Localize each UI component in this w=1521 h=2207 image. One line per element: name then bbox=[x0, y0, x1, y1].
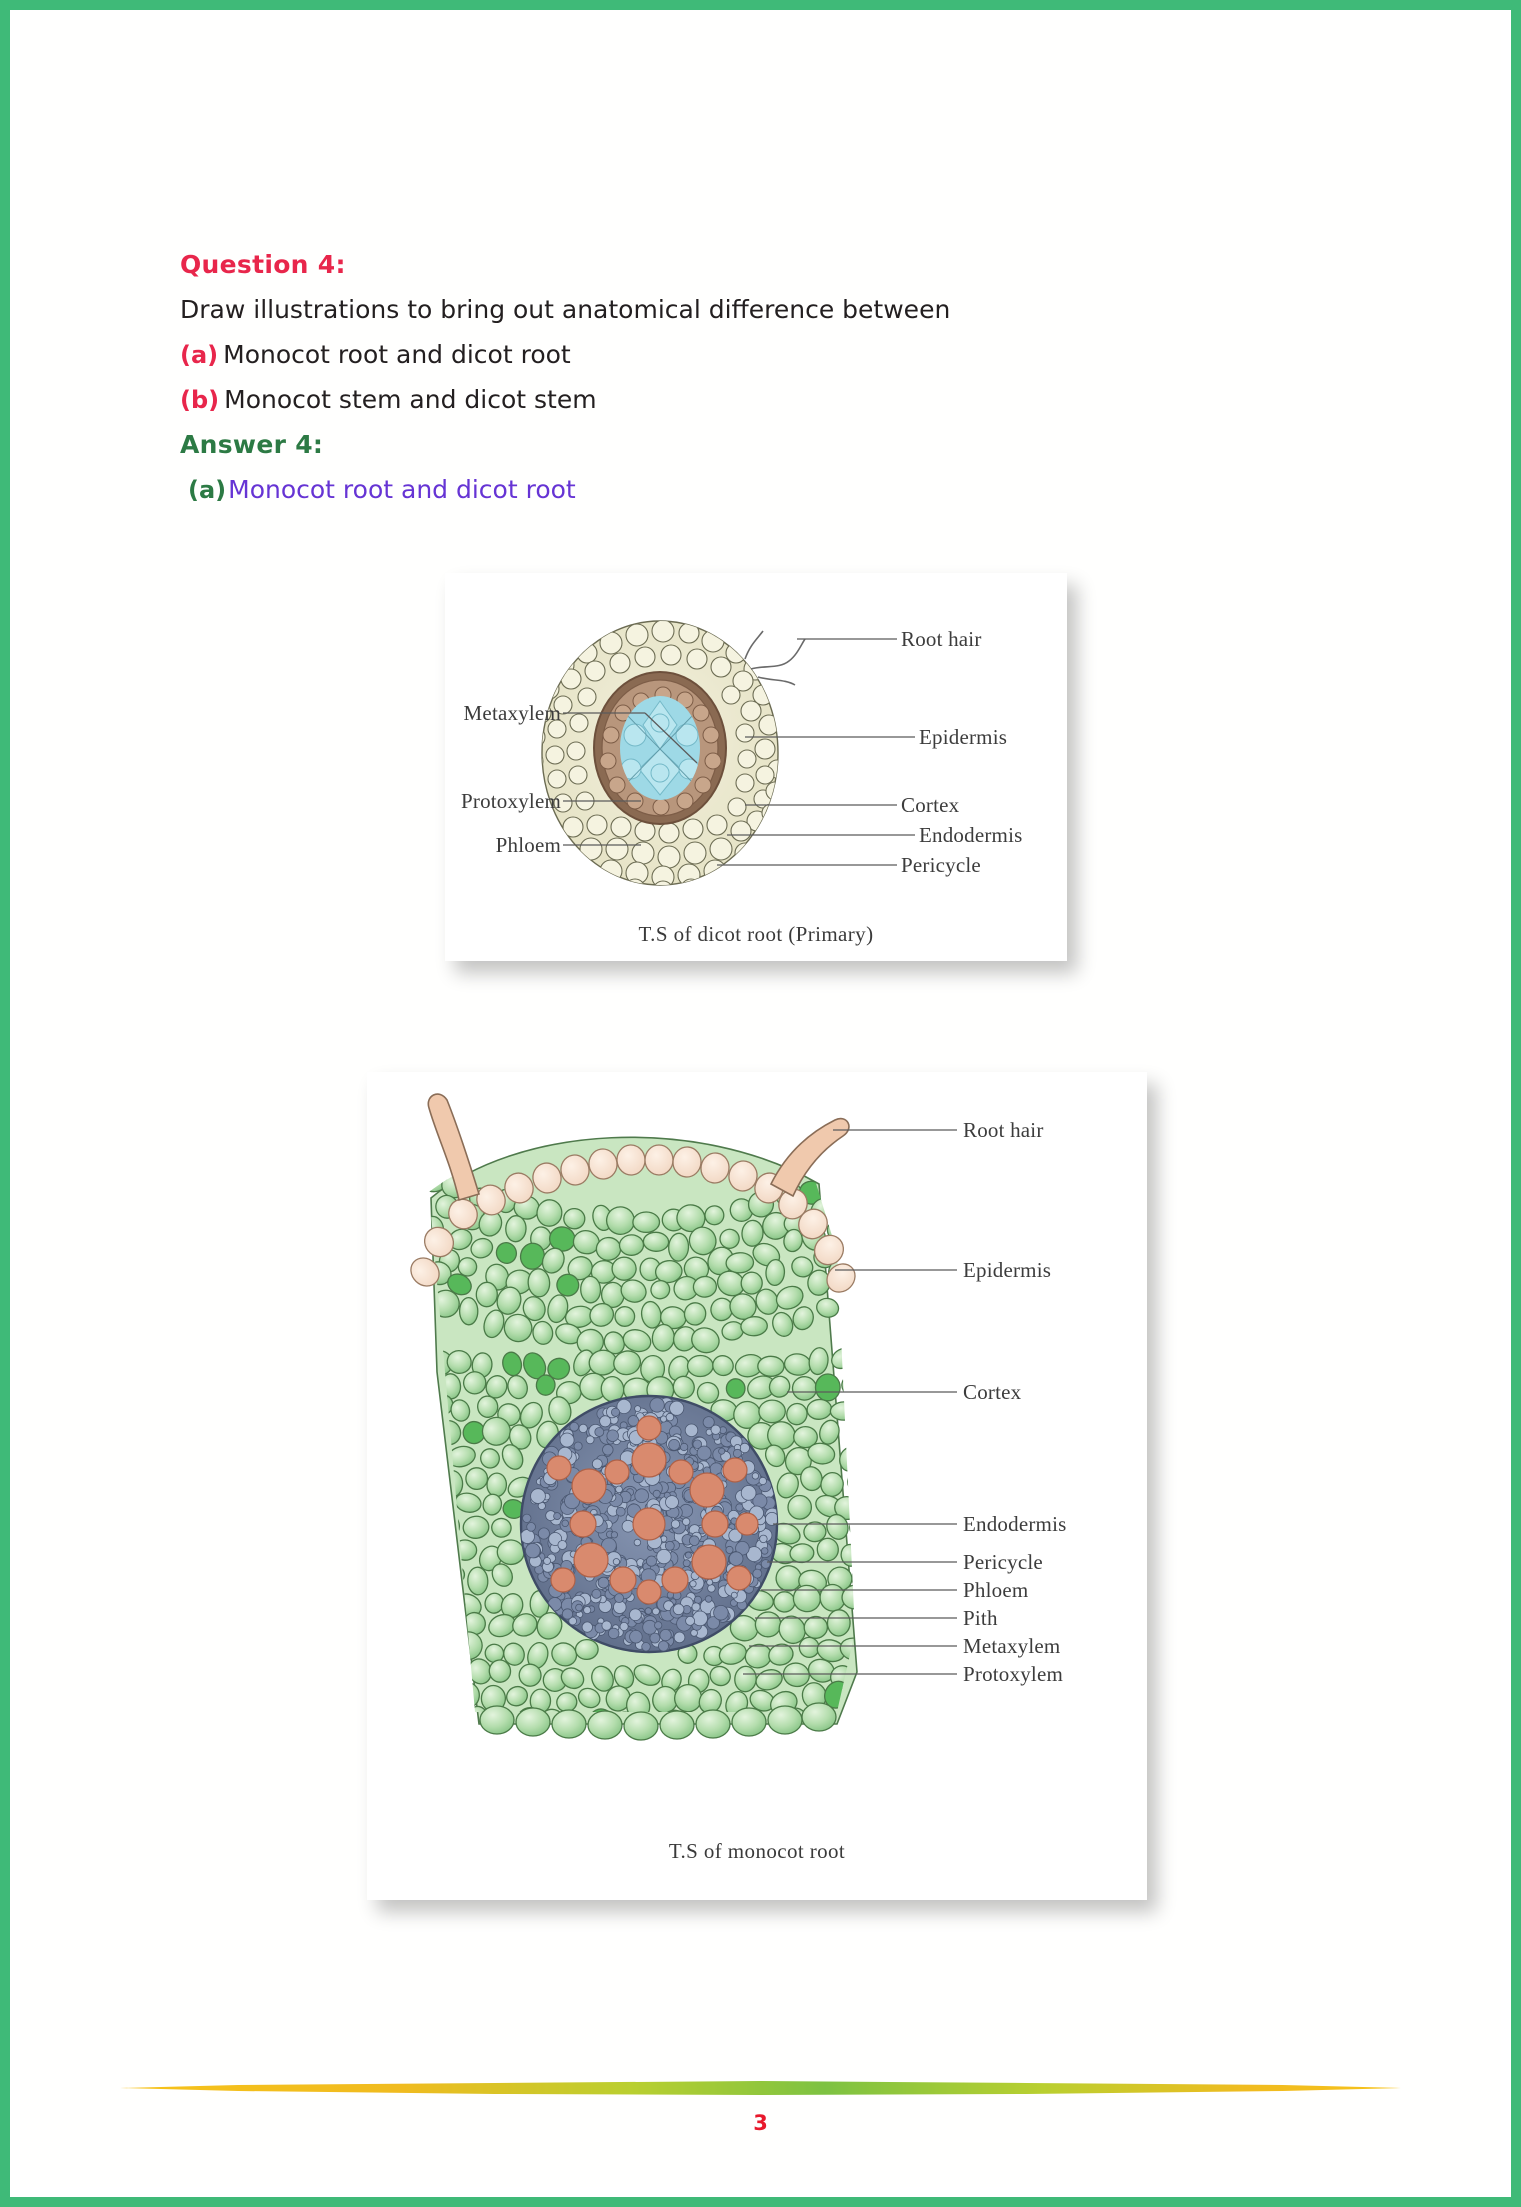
question-item-b: (b) Monocot stem and dicot stem bbox=[180, 385, 1360, 414]
dicot-label-cortex: Cortex bbox=[901, 793, 960, 817]
monocot-label-pith: Pith bbox=[963, 1606, 998, 1630]
dicot-label-metaxylem: Metaxylem bbox=[463, 701, 561, 725]
answer-item-a-marker: (a) bbox=[188, 476, 227, 504]
dicot-root-caption: T.S of dicot root (Primary) bbox=[638, 922, 874, 946]
monocot-root-caption: T.S of monocot root bbox=[668, 1839, 846, 1863]
dicot-label-pericycle: Pericycle bbox=[901, 853, 981, 877]
monocot-label-root-hair: Root hair bbox=[963, 1118, 1044, 1142]
figure-monocot-root: Root hair Epidermis Cortex Endodermis Pe… bbox=[367, 1072, 1147, 1900]
question-title: Question 4: bbox=[180, 250, 346, 279]
monocot-root-illustration bbox=[410, 1093, 957, 1741]
answer-item-a: (a) Monocot root and dicot root bbox=[180, 475, 1360, 504]
page-body: Question 4: Draw illustrations to bring … bbox=[20, 20, 1501, 2187]
monocot-label-protoxylem: Protoxylem bbox=[963, 1662, 1063, 1686]
dicot-label-phloem: Phloem bbox=[495, 833, 561, 857]
page-number: 3 bbox=[753, 2111, 768, 2135]
dicot-label-protoxylem: Protoxylem bbox=[461, 789, 561, 813]
question-text: Draw illustrations to bring out anatomic… bbox=[180, 295, 951, 324]
footer-decoration-bar bbox=[120, 2081, 1401, 2095]
monocot-label-metaxylem: Metaxylem bbox=[963, 1634, 1061, 1658]
footer-gradient-swoosh bbox=[120, 2081, 1401, 2095]
monocot-label-epidermis: Epidermis bbox=[963, 1258, 1052, 1282]
question-item-a: (a) Monocot root and dicot root bbox=[180, 340, 1360, 369]
question-item-a-marker: (a) bbox=[180, 341, 219, 369]
question-item-b-label: Monocot stem and dicot stem bbox=[224, 385, 597, 414]
answer-item-a-label: Monocot root and dicot root bbox=[228, 475, 576, 504]
dicot-label-epidermis: Epidermis bbox=[919, 725, 1008, 749]
dicot-label-root-hair: Root hair bbox=[901, 627, 982, 651]
monocot-label-cortex: Cortex bbox=[963, 1380, 1022, 1404]
figure-dicot-root: Metaxylem Protoxylem Phloem Root hair Ep… bbox=[445, 573, 1067, 961]
question-item-b-marker: (b) bbox=[180, 386, 220, 414]
question-item-a-label: Monocot root and dicot root bbox=[223, 340, 571, 369]
dicot-label-endodermis: Endodermis bbox=[919, 823, 1023, 847]
monocot-label-endodermis: Endodermis bbox=[963, 1512, 1067, 1536]
monocot-label-phloem: Phloem bbox=[963, 1578, 1029, 1602]
question-answer-block: Question 4: Draw illustrations to bring … bbox=[180, 250, 1360, 514]
dicot-root-illustration bbox=[541, 620, 915, 886]
monocot-label-pericycle: Pericycle bbox=[963, 1550, 1043, 1574]
answer-title: Answer 4: bbox=[180, 430, 324, 459]
